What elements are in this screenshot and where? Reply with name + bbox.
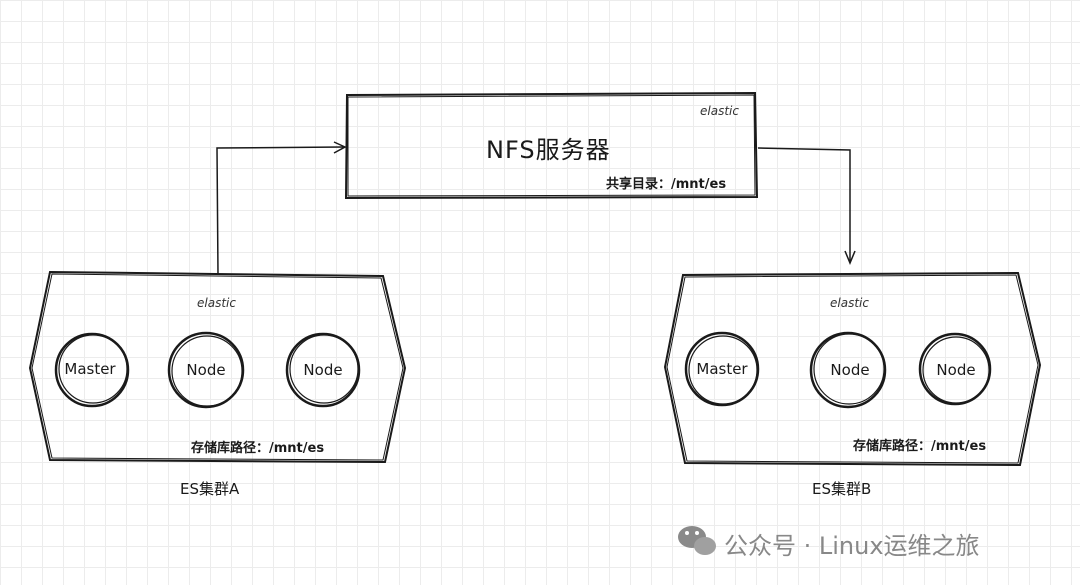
cluster-b-node2-label: Node [936, 361, 976, 379]
nfs-server-box [344, 91, 759, 200]
data-node-circle-b2 [918, 332, 992, 406]
cluster-a-storage-path: 存储库路径：/mnt/es [191, 441, 325, 456]
arrow-nfs-to-cluster-b [757, 147, 856, 265]
cluster-a-brand-label: elastic [197, 296, 236, 310]
cluster-b-node1-label: Node [830, 361, 870, 379]
master-node-circle-a [54, 332, 130, 408]
cluster-a-label: ES集群A [180, 480, 240, 498]
master-node-circle-b [684, 331, 760, 407]
wechat-icon [678, 526, 716, 555]
cluster-a-box [28, 270, 407, 464]
cluster-a-node1-label: Node [186, 361, 226, 379]
cluster-a-node2-label: Node [303, 361, 343, 379]
cluster-b-box [663, 271, 1042, 467]
cluster-b-storage-path: 存储库路径：/mnt/es [853, 439, 987, 454]
arrow-cluster-a-to-nfs [216, 141, 347, 276]
nfs-brand-label: elastic [700, 104, 739, 118]
data-node-circle-b1 [809, 331, 887, 409]
cluster-b-label: ES集群B [812, 480, 872, 498]
nfs-share-dir: 共享目录：/mnt/es [606, 177, 727, 192]
cluster-b-brand-label: elastic [830, 296, 869, 310]
cluster-b-master-label: Master [696, 360, 748, 378]
nfs-server-title: NFS服务器 [486, 136, 611, 164]
watermark-text: 公众号 · Linux运维之旅 [724, 532, 980, 560]
cluster-a-master-label: Master [64, 360, 116, 378]
data-node-circle-a2 [285, 332, 361, 408]
data-node-circle-a1 [167, 331, 245, 409]
